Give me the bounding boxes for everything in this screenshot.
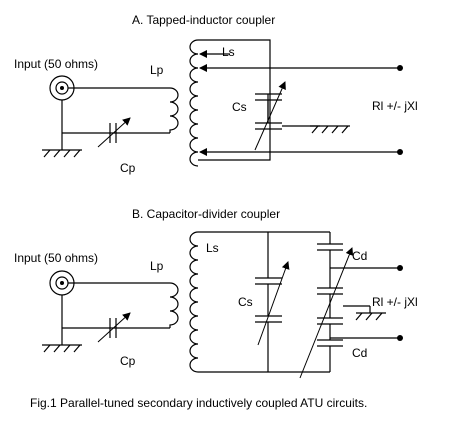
load-label-a: Rl +/- jXl: [372, 99, 418, 113]
ground-symbol-a1: [42, 149, 82, 158]
output-terminal-b1: [397, 265, 403, 271]
cd-divider-capacitors-b: [299, 232, 354, 379]
lp-coil-a: [169, 87, 179, 133]
ls-label-b: Ls: [206, 241, 219, 255]
cd-top-label-b: Cd: [352, 249, 367, 263]
ls-label-a: Ls: [222, 45, 235, 59]
capacitor-divider-coupler: B. Capacitor-divider coupler Input (50 o…: [14, 207, 418, 379]
cs-variable-capacitor-b: [255, 232, 290, 372]
lp-label-a: Lp: [150, 63, 164, 77]
output-terminal-a2: [397, 149, 403, 155]
ground-symbol-a2: [310, 125, 350, 134]
output-terminal-a1: [397, 65, 403, 71]
ground-symbol-b1: [42, 344, 82, 353]
cp-label-a: Cp: [120, 161, 136, 175]
ground-symbol-b2: [355, 306, 386, 321]
cs-label-b: Cs: [238, 295, 253, 309]
ls-coil-a: [189, 39, 199, 167]
figure-caption: Fig.1 Parallel-tuned secondary inductive…: [30, 396, 367, 410]
output-terminal-b2: [397, 335, 403, 341]
input-label-b: Input (50 ohms): [14, 251, 98, 265]
cs-label-a: Cs: [232, 100, 247, 114]
lp-label-b: Lp: [150, 259, 164, 273]
section-a-title: A. Tapped-inductor coupler: [132, 13, 275, 27]
cs-variable-capacitor-a: [254, 81, 286, 151]
cp-variable-capacitor-a: [97, 117, 131, 148]
tapped-inductor-coupler: A. Tapped-inductor coupler Input (50 ohm…: [14, 13, 418, 175]
ls-frame-b: [198, 231, 330, 373]
cd-bottom-label-b: Cd: [352, 346, 367, 360]
lp-coil-b: [169, 282, 179, 328]
input-label-a: Input (50 ohms): [14, 57, 98, 71]
section-b-title: B. Capacitor-divider coupler: [132, 207, 280, 221]
cp-label-b: Cp: [120, 354, 136, 368]
load-label-b: Rl +/- jXl: [372, 295, 418, 309]
cp-variable-capacitor-b: [97, 312, 131, 343]
ls-coil-b: [189, 231, 199, 373]
